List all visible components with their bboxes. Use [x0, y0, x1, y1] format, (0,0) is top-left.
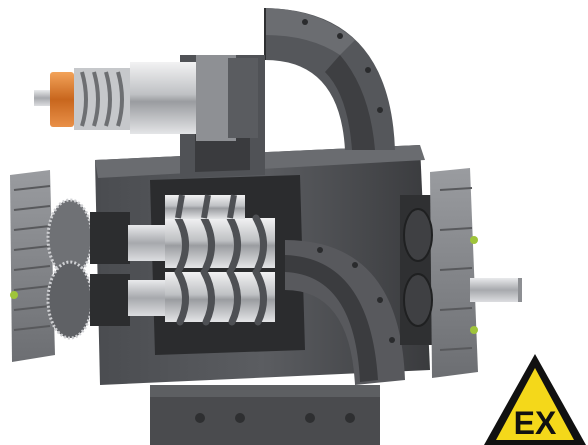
atex-explosion-warning-icon: EX: [484, 354, 586, 445]
left-end-cover: [10, 170, 130, 362]
drive-shaft: [470, 278, 522, 302]
inlet-elbow: [285, 240, 405, 385]
screw-rotors: [128, 194, 275, 326]
relief-valve: [34, 55, 258, 141]
ex-warning-sign: EX: [482, 352, 588, 445]
ex-warning-label: EX: [514, 405, 557, 441]
right-end-cover: [400, 168, 478, 378]
pump-base: [150, 385, 380, 445]
